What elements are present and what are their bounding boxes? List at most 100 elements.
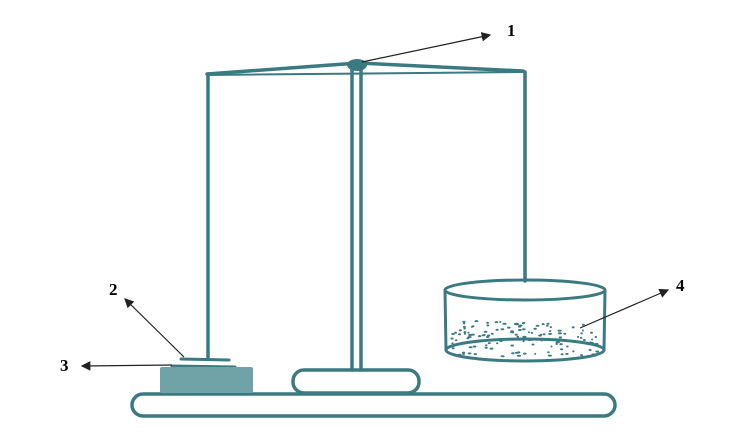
particle <box>517 338 522 341</box>
particle <box>547 337 550 340</box>
particle <box>510 344 514 347</box>
particle <box>534 352 537 355</box>
particle <box>487 342 491 345</box>
particle <box>594 336 598 338</box>
particle <box>514 333 518 336</box>
particle <box>472 345 477 348</box>
particle <box>557 329 562 332</box>
particle <box>516 335 520 338</box>
particle <box>591 353 596 356</box>
particle <box>546 324 549 327</box>
particle <box>470 333 475 336</box>
particle <box>454 331 457 334</box>
particle <box>518 325 522 328</box>
particle <box>458 329 462 332</box>
particle <box>450 337 454 340</box>
particle <box>540 339 543 342</box>
particle <box>533 327 537 330</box>
label-4: 4 <box>676 276 685 295</box>
particle <box>462 320 466 323</box>
particle <box>451 347 455 350</box>
particle <box>483 334 486 336</box>
particle <box>483 330 488 333</box>
particle <box>571 326 575 329</box>
particle <box>462 353 465 356</box>
cylinder-side-left <box>443 288 448 352</box>
particle <box>566 345 569 348</box>
particle <box>485 344 488 347</box>
particle <box>580 332 583 335</box>
particle <box>486 321 489 324</box>
arrow-4 <box>579 288 670 329</box>
cylinder-bottom <box>444 337 606 363</box>
particle <box>558 339 563 341</box>
base <box>130 392 617 418</box>
particle <box>466 337 470 340</box>
label-1: 1 <box>507 21 516 40</box>
particle <box>591 338 594 341</box>
particle <box>523 352 527 355</box>
particle <box>535 324 540 327</box>
arrow-1 <box>361 32 492 63</box>
particle <box>486 324 490 327</box>
particle <box>581 329 584 332</box>
particle <box>507 326 511 329</box>
particle <box>516 354 522 357</box>
particle <box>463 331 467 333</box>
particle <box>473 353 477 356</box>
pivot-icon <box>347 59 367 71</box>
particle <box>580 354 583 357</box>
particle <box>522 335 527 338</box>
particle <box>541 323 545 326</box>
particle <box>487 334 491 337</box>
particle <box>595 343 598 346</box>
cylinder-top <box>443 278 607 302</box>
particle <box>462 322 466 325</box>
particle <box>560 353 564 356</box>
particle <box>549 326 552 329</box>
particle <box>499 321 502 323</box>
label-2: 2 <box>109 280 118 299</box>
particle <box>555 341 560 344</box>
particle <box>454 339 458 342</box>
particle <box>595 350 600 353</box>
particle <box>468 346 473 349</box>
particle <box>547 351 550 354</box>
particle <box>502 322 507 325</box>
weight-block <box>160 367 253 393</box>
particle <box>548 332 552 335</box>
particle <box>496 342 499 345</box>
particle <box>542 333 546 336</box>
cylinder-side-right <box>602 288 607 352</box>
particle <box>528 331 530 334</box>
particle <box>557 332 563 335</box>
particle <box>522 340 525 343</box>
particle <box>582 339 586 341</box>
particle <box>477 335 482 338</box>
particle <box>548 330 552 333</box>
arrow-3 <box>80 361 173 371</box>
particle <box>499 340 503 342</box>
particle <box>486 336 490 338</box>
particle <box>581 323 585 326</box>
particle <box>579 336 583 339</box>
particle <box>490 332 494 335</box>
particle <box>474 320 479 323</box>
particle <box>457 353 462 356</box>
particle <box>461 351 466 354</box>
particle <box>589 341 592 344</box>
particle <box>467 331 470 334</box>
particle <box>518 329 522 331</box>
particle <box>563 332 567 335</box>
particle <box>495 328 499 331</box>
arrow-2 <box>124 298 185 358</box>
particle <box>540 333 543 336</box>
particle <box>522 328 526 331</box>
particle <box>458 333 462 336</box>
particle <box>588 348 592 351</box>
particle <box>572 350 575 353</box>
particle <box>591 341 594 344</box>
particle <box>560 348 564 351</box>
particle <box>583 341 586 344</box>
